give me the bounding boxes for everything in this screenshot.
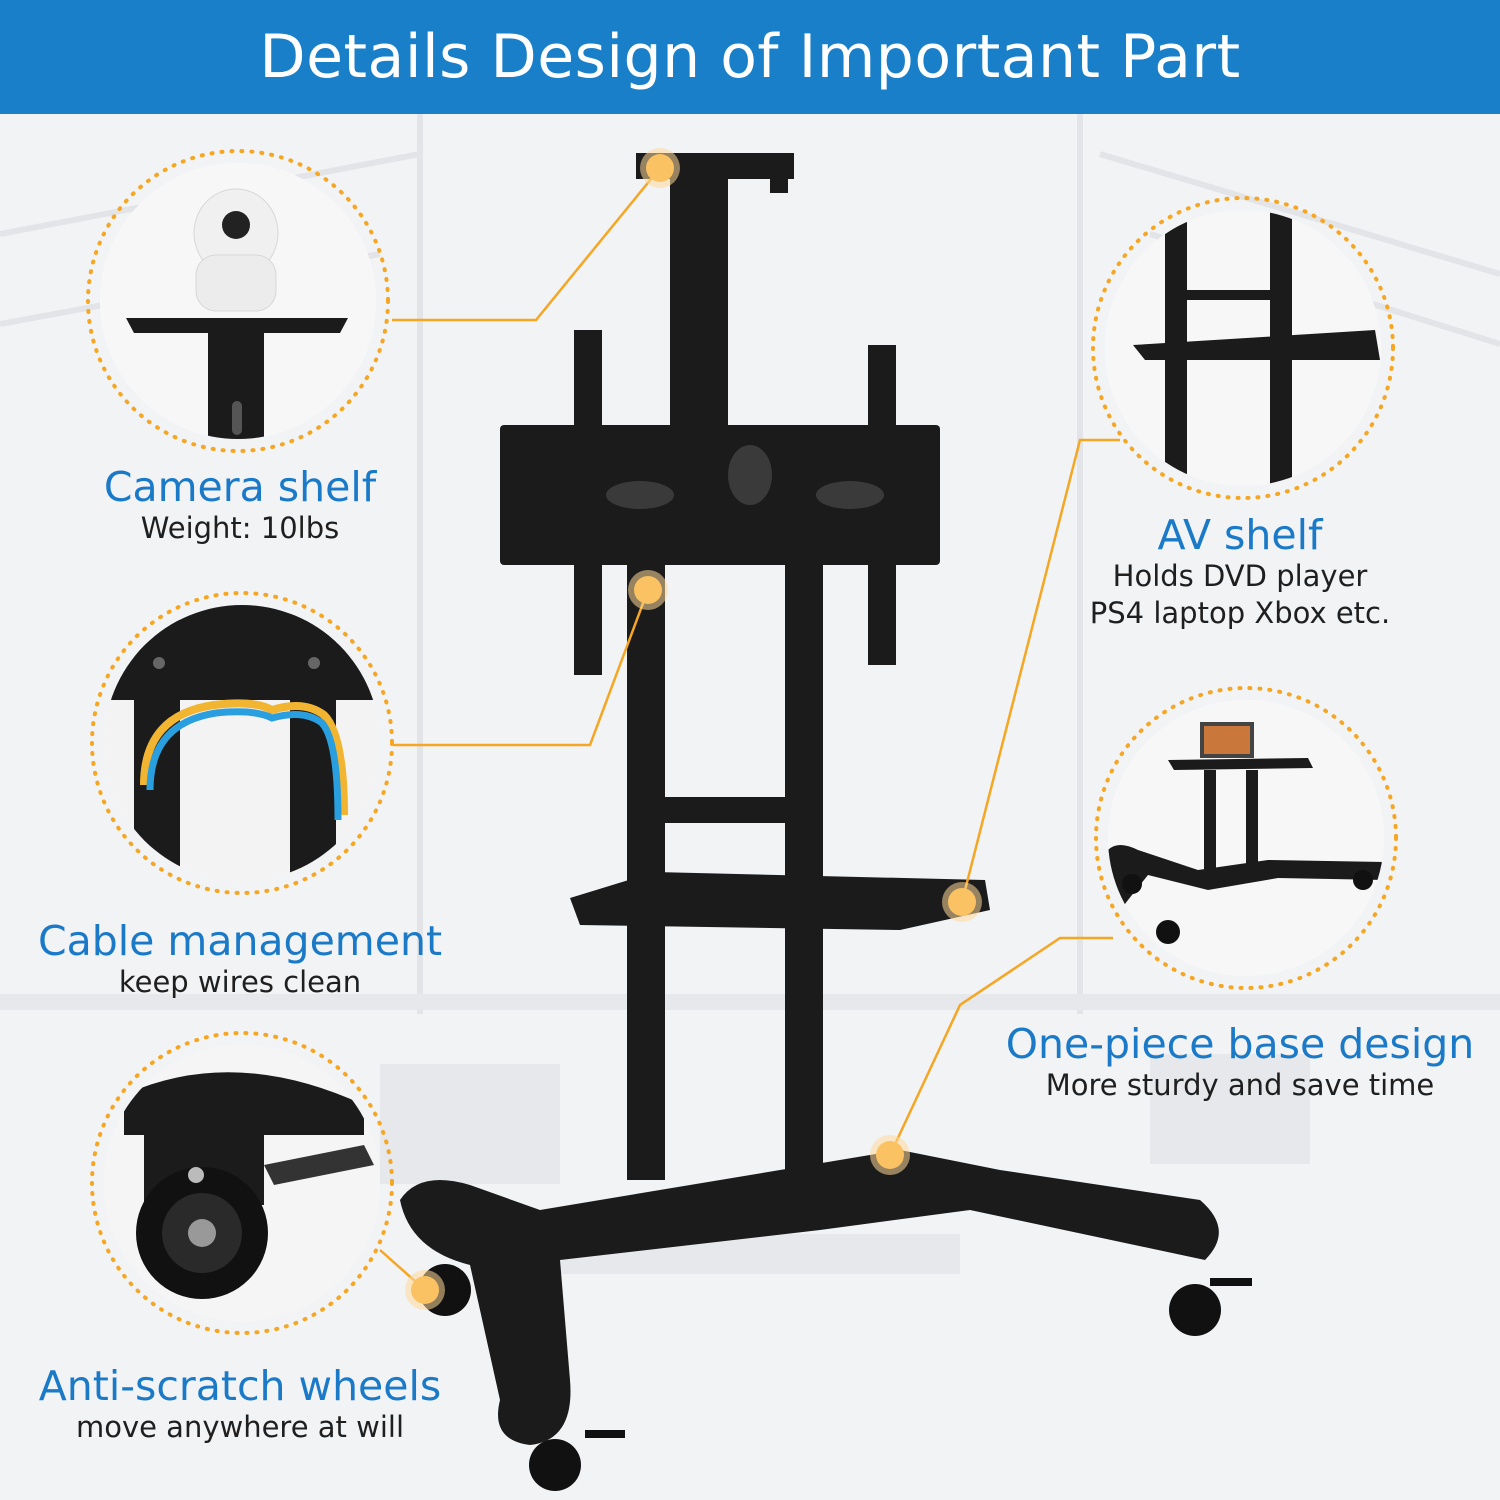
av-shelf-detail-image (1105, 210, 1381, 486)
connector-camera-shelf (392, 167, 661, 322)
wheels-detail-image (104, 1045, 380, 1321)
pole-left (627, 560, 665, 1180)
base-design-label: One-piece base design More sturdy and sa… (990, 1021, 1490, 1104)
base-design-title: One-piece base design (1005, 1020, 1475, 1068)
connector-base (888, 936, 1113, 1156)
base-design-desc-line: More sturdy and save time (1045, 1068, 1435, 1102)
wheels-title: Anti-scratch wheels (38, 1362, 442, 1410)
av-shelf-desc-line-1: Holds DVD player (1112, 559, 1368, 593)
base-detail-image (1108, 700, 1384, 976)
stand-base (400, 1150, 1219, 1445)
camera-shelf-label: Camera shelf Weight: 10lbs (60, 464, 420, 547)
cable-management-desc-line: keep wires clean (118, 965, 362, 999)
camera-shelf-detail-image (100, 163, 376, 439)
cable-management-detail-image (104, 605, 380, 881)
caster-left-back (529, 1439, 581, 1491)
page-title: Details Design of Important Part (259, 22, 1241, 92)
caster-right (1169, 1284, 1221, 1336)
wheels-desc-line: move anywhere at will (75, 1410, 405, 1444)
camera-shelf-desc-line: Weight: 10lbs (140, 511, 340, 545)
wheels-label: Anti-scratch wheels move anywhere at wil… (20, 1363, 460, 1446)
tv-mount-plate (500, 425, 940, 565)
top-upright (670, 178, 728, 458)
vesa-arm-left (574, 330, 602, 675)
pole-right (785, 560, 823, 1180)
cable-management-title: Cable management (37, 917, 443, 965)
av-shelf-desc-line-2: PS4 laptop Xbox etc. (1089, 596, 1391, 630)
connector-cable-management (393, 589, 650, 747)
av-shelf-title: AV shelf (1157, 511, 1323, 559)
camera-shelf-title: Camera shelf (103, 463, 377, 511)
av-shelf-plate (570, 872, 990, 930)
av-shelf-label: AV shelf Holds DVD player PS4 laptop Xbo… (1040, 512, 1440, 632)
cable-management-label: Cable management keep wires clean (20, 918, 460, 1001)
header-banner: Details Design of Important Part (0, 0, 1500, 114)
connector-av-shelf (960, 438, 1120, 903)
